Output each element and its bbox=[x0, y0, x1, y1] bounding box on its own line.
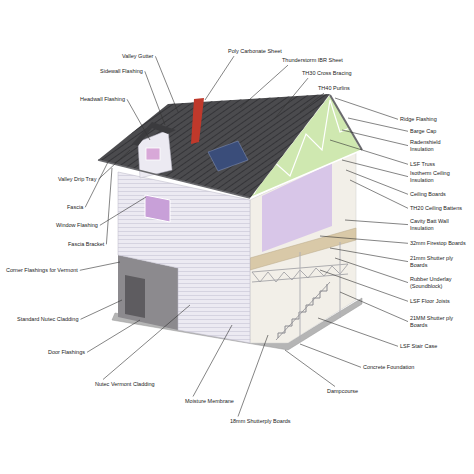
leader-line bbox=[318, 318, 398, 346]
part-label: Concrete Foundation bbox=[363, 364, 414, 371]
leader-line bbox=[80, 262, 120, 270]
part-label: Valley Gutter bbox=[122, 53, 153, 60]
leader-line bbox=[87, 320, 140, 352]
leader-line bbox=[145, 71, 165, 125]
part-label: 21mm Shutter ply Boards bbox=[410, 255, 454, 268]
leader-line bbox=[300, 93, 324, 112]
leader-line bbox=[320, 270, 408, 301]
part-label: Sidewall Flashing bbox=[100, 68, 143, 75]
leader-line bbox=[240, 65, 288, 108]
leader-line bbox=[100, 197, 146, 225]
leader-line bbox=[285, 350, 335, 387]
part-label: Dampcourse bbox=[327, 388, 358, 395]
part-label: Ceiling Boards bbox=[410, 191, 446, 198]
leader-line bbox=[335, 258, 408, 283]
part-label: Valley Drip Tray bbox=[58, 176, 96, 183]
part-label: 32mm Firestop Boards bbox=[410, 240, 466, 247]
part-label: Corner Flashings for Vermont bbox=[6, 267, 78, 274]
leader-line bbox=[98, 150, 130, 179]
part-label: Standard Nutec Cladding bbox=[17, 316, 78, 323]
part-label: Headwall Flashing bbox=[80, 96, 125, 103]
leader-line bbox=[106, 168, 112, 244]
leader-line bbox=[342, 130, 408, 146]
part-label: Moisture Membrane bbox=[185, 398, 234, 405]
part-label: Radenshield Insulation bbox=[410, 139, 452, 152]
part-label: TH20 Ceiling Battens bbox=[410, 205, 462, 212]
part-label: LSF Floor Joists bbox=[410, 298, 450, 305]
leader-line bbox=[205, 56, 234, 100]
leader-line bbox=[335, 98, 398, 119]
leader-line bbox=[340, 292, 408, 322]
part-label: Rubber Underlay (Soundblock) bbox=[410, 276, 456, 289]
leader-line bbox=[342, 160, 408, 177]
part-label: Thunderstorm IBR Sheet bbox=[282, 57, 343, 64]
part-label: TH30 Cross Bracing bbox=[302, 70, 352, 77]
part-label: Nutec Vermont Cladding bbox=[95, 381, 155, 388]
leader-line bbox=[275, 78, 308, 118]
leader-line bbox=[350, 180, 408, 208]
leader-line bbox=[300, 344, 361, 367]
leader-line bbox=[193, 325, 232, 397]
leader-line bbox=[127, 99, 150, 140]
leader-line bbox=[238, 335, 268, 417]
leader-line bbox=[81, 300, 123, 319]
leader-line bbox=[330, 248, 408, 262]
leader-line bbox=[345, 220, 408, 225]
leader-line bbox=[85, 162, 108, 207]
leader-line bbox=[348, 118, 408, 131]
part-label: TH40 Purlins bbox=[318, 85, 350, 92]
part-label: Ridge Flashing bbox=[400, 116, 437, 123]
part-label: Fascia bbox=[67, 204, 83, 211]
part-label: Isotherm Ceiling Insulation bbox=[410, 170, 456, 183]
part-label: Fascia Bracket bbox=[68, 241, 104, 248]
leader-line bbox=[330, 140, 408, 164]
leader-line bbox=[155, 56, 178, 112]
leader-line bbox=[346, 170, 408, 194]
part-label: Window Flashing bbox=[56, 222, 98, 229]
part-label: Door Flashings bbox=[48, 349, 85, 356]
part-label: LSF Stair Case bbox=[400, 343, 437, 350]
leader-line bbox=[103, 305, 190, 380]
part-label: 21MM Shutter ply Boards bbox=[410, 315, 454, 328]
part-label: Poly Carbonate Sheet bbox=[228, 48, 282, 55]
part-label: Cavity Batt Wall Insulation bbox=[410, 218, 456, 231]
part-label: 18mm Shutterply Boards bbox=[230, 418, 291, 425]
leader-line bbox=[320, 236, 408, 243]
part-label: Barge Cap bbox=[410, 128, 436, 135]
part-label: LSF Truss bbox=[410, 161, 435, 168]
